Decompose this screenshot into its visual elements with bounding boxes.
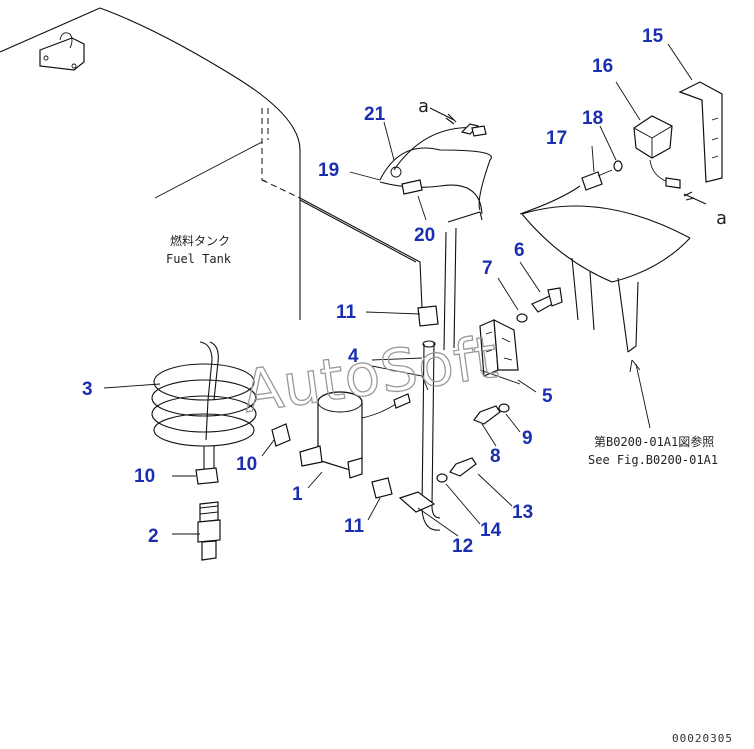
callout-11-lower: 11 <box>344 516 365 537</box>
callout-12: 12 <box>452 536 473 557</box>
fuel-tank-outline <box>0 7 423 320</box>
mounting-plate <box>519 185 691 353</box>
mounting-bracket-top <box>678 81 723 183</box>
screw <box>581 169 613 191</box>
callout-14: 14 <box>480 520 502 541</box>
callout-2: 2 <box>148 526 159 547</box>
callout-11-upper: 11 <box>336 302 357 323</box>
callout-10-lower: 10 <box>134 466 155 487</box>
relay <box>633 115 681 189</box>
watermark: AutoSoft <box>238 323 502 426</box>
wiring-harness <box>379 123 492 215</box>
callout-16: 16 <box>592 56 613 77</box>
fuel-pump <box>299 391 411 479</box>
pipe-clamp <box>398 491 436 513</box>
callout-6: 6 <box>514 240 525 261</box>
callout-1: 1 <box>292 484 303 505</box>
callout-7: 7 <box>482 258 493 279</box>
connector-letter-top: a <box>418 96 429 117</box>
reference-note-jp: 第B0200-01A1図参照 <box>594 434 714 449</box>
connector-arrow-right <box>683 191 707 205</box>
reference-note-en: See Fig.B0200-01A1 <box>588 453 718 467</box>
washer-upper <box>516 313 528 323</box>
callout-10-upper: 10 <box>236 454 257 475</box>
bolt-upper <box>531 287 563 313</box>
pump-bracket <box>479 318 521 385</box>
washer-middle <box>498 403 510 413</box>
washer-relay <box>613 160 623 172</box>
bolt-lower <box>449 457 477 477</box>
document-id: 00020305 <box>672 732 733 745</box>
callout-9: 9 <box>522 428 533 449</box>
connector-letter-right: a <box>716 208 727 229</box>
coiled-hose <box>151 341 257 470</box>
callout-13: 13 <box>512 502 533 523</box>
callout-3: 3 <box>82 379 93 400</box>
clip-upper <box>417 305 439 327</box>
fuel-tank-label-en: Fuel Tank <box>166 252 232 266</box>
leader-lines <box>103 43 693 537</box>
callout-19: 19 <box>318 160 339 181</box>
fuel-line-pipe <box>421 211 483 531</box>
fuel-tank-label-jp: 燃料タンク <box>170 233 230 248</box>
hose-fitting <box>197 501 221 561</box>
hose-clamp-lower <box>195 467 219 485</box>
callout-8: 8 <box>490 446 501 467</box>
bolt-middle <box>473 405 501 425</box>
hose-clamp-upper <box>271 423 291 447</box>
callout-21: 21 <box>364 104 386 125</box>
callout-5: 5 <box>542 386 553 407</box>
callout-20: 20 <box>414 225 435 246</box>
clip-lower <box>371 477 393 499</box>
connector-arrow-top <box>429 107 457 125</box>
washer-lower <box>436 473 448 483</box>
callout-15: 15 <box>642 26 664 47</box>
callout-4: 4 <box>348 346 359 367</box>
callout-18: 18 <box>582 108 603 129</box>
callout-17: 17 <box>546 128 567 149</box>
